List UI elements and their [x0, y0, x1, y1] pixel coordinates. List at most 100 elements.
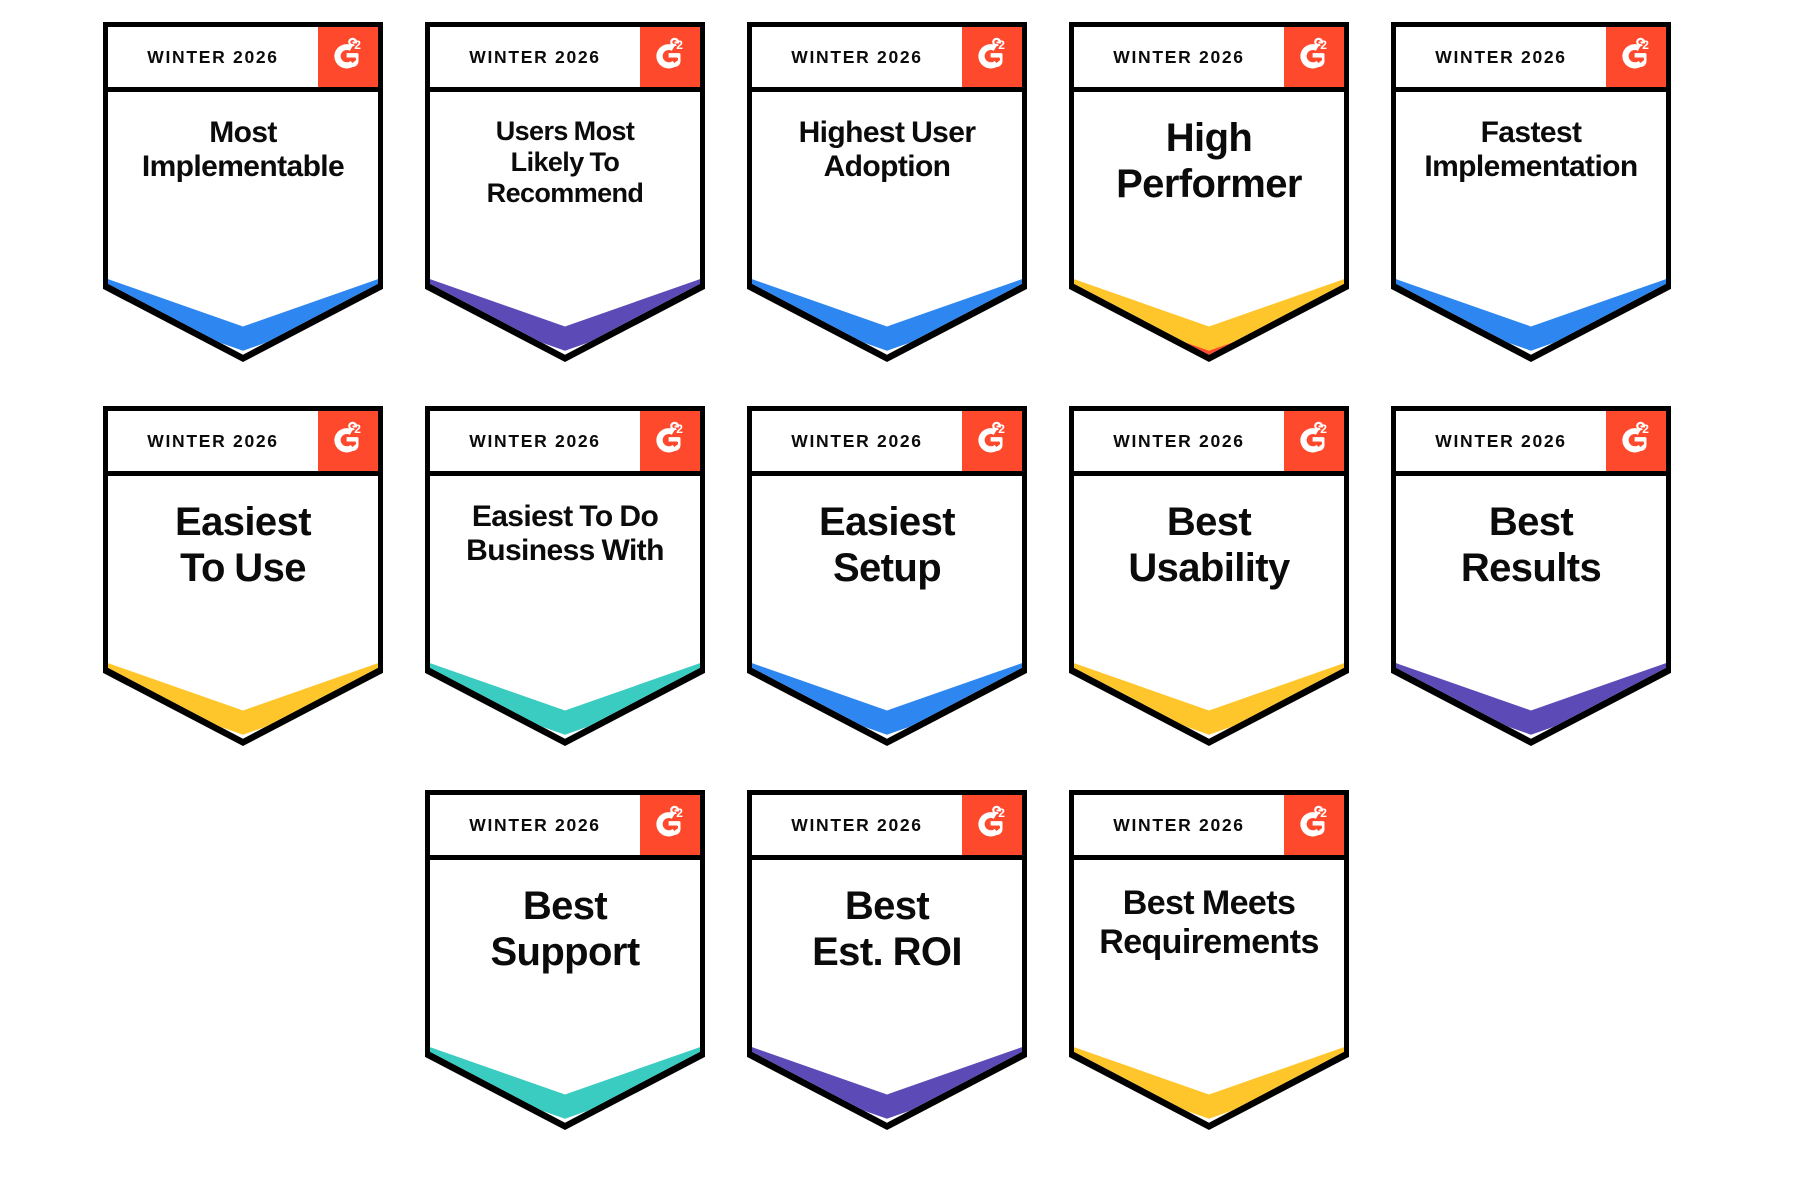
badge-title-line: Likely To — [510, 146, 620, 177]
badge-season-label: WINTER 2026 — [147, 46, 279, 67]
badge-header: WINTER 2026 2 — [752, 795, 1022, 860]
badge-title-line: Usability — [1128, 545, 1290, 590]
badge-header: WINTER 2026 2 — [108, 27, 378, 92]
g2-logo-icon: 2 — [1606, 27, 1666, 87]
g2-logo-icon: 2 — [1284, 795, 1344, 855]
badge-title-line: Best — [1166, 500, 1252, 544]
badge-title-line: Best Meets — [1122, 884, 1296, 922]
svg-text:2: 2 — [1320, 806, 1327, 820]
badge-season-label: WINTER 2026 — [469, 814, 601, 835]
badge-season-label: WINTER 2026 — [1435, 46, 1567, 67]
badge-title-line: Easiest — [175, 500, 312, 544]
badge-title-line: Performer — [1116, 161, 1302, 206]
g2-logo-icon: 2 — [1284, 27, 1344, 87]
badge-header: WINTER 2026 2 — [430, 795, 700, 860]
badge-title-line: Fastest — [1480, 116, 1582, 149]
badge-title-line: Highest User — [798, 116, 976, 149]
badge-season-label: WINTER 2026 — [469, 430, 601, 451]
badge-season-label: WINTER 2026 — [791, 814, 923, 835]
badge-title-line: Est. ROI — [812, 929, 962, 974]
svg-text:2: 2 — [998, 422, 1005, 436]
badge-title-line: High — [1165, 116, 1253, 160]
badge-title-line: Most — [209, 116, 277, 149]
badge-header: WINTER 2026 2 — [1074, 411, 1344, 476]
badge-title-line: To Use — [180, 545, 306, 590]
svg-text:2: 2 — [1320, 38, 1327, 52]
badge-title-line: Best — [844, 884, 930, 928]
badge-title-line: Implementation — [1424, 150, 1638, 184]
badge-season-label: WINTER 2026 — [469, 46, 601, 67]
svg-text:2: 2 — [676, 38, 683, 52]
badge-title-line: Adoption — [823, 150, 951, 184]
g2-logo-icon: 2 — [318, 411, 378, 471]
badge-header: WINTER 2026 2 — [1074, 27, 1344, 92]
g2-logo-icon: 2 — [640, 27, 700, 87]
badge-title-line: Support — [490, 929, 640, 974]
badge-title-line: Easiest — [819, 500, 956, 544]
g2-logo-icon: 2 — [640, 795, 700, 855]
svg-text:2: 2 — [676, 806, 683, 820]
badge-title-line: Requirements — [1099, 922, 1319, 961]
badge-season-label: WINTER 2026 — [1435, 430, 1567, 451]
g2-logo-icon: 2 — [962, 795, 1022, 855]
svg-text:2: 2 — [1642, 422, 1649, 436]
svg-text:2: 2 — [354, 422, 361, 436]
badge-season-label: WINTER 2026 — [1113, 430, 1245, 451]
svg-text:2: 2 — [998, 806, 1005, 820]
badge-header: WINTER 2026 2 — [752, 27, 1022, 92]
badge-season-label: WINTER 2026 — [791, 430, 923, 451]
g2-logo-icon: 2 — [318, 27, 378, 87]
g2-logo-icon: 2 — [962, 411, 1022, 471]
badge-header: WINTER 2026 2 — [108, 411, 378, 476]
svg-text:2: 2 — [676, 422, 683, 436]
badge-season-label: WINTER 2026 — [1113, 46, 1245, 67]
badge-season-label: WINTER 2026 — [147, 430, 279, 451]
svg-text:2: 2 — [1320, 422, 1327, 436]
badge-title-line: Results — [1460, 545, 1602, 590]
badge-title-line: Users Most — [495, 116, 635, 146]
badge-title-line: Best — [522, 884, 608, 928]
g2-logo-icon: 2 — [1606, 411, 1666, 471]
badge-header: WINTER 2026 2 — [1396, 411, 1666, 476]
badge-season-label: WINTER 2026 — [791, 46, 923, 67]
badge-title-line: Easiest To Do — [471, 500, 659, 533]
svg-text:2: 2 — [1642, 38, 1649, 52]
badge-header: WINTER 2026 2 — [1396, 27, 1666, 92]
badge-title-line: Setup — [832, 545, 942, 590]
svg-text:2: 2 — [354, 38, 361, 52]
badge-title-line: Best — [1488, 500, 1574, 544]
badge-header: WINTER 2026 2 — [430, 27, 700, 92]
badge-header: WINTER 2026 2 — [430, 411, 700, 476]
svg-text:2: 2 — [998, 38, 1005, 52]
